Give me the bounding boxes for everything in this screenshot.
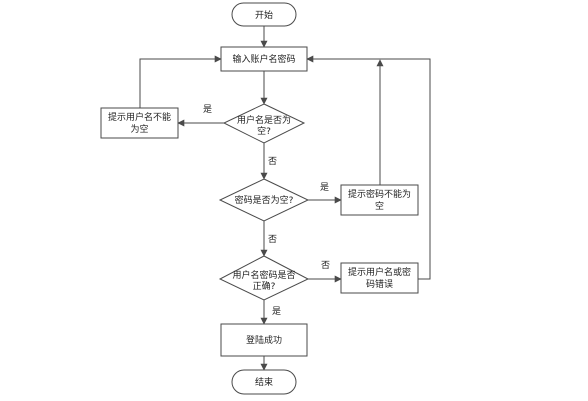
prompt-username-empty: 提示用户名不能 为空 xyxy=(100,107,179,139)
prompt-password-empty: 提示密码不能为 空 xyxy=(340,184,419,216)
edge-labels: 是 否 是 否 否 是 xyxy=(203,104,330,317)
input-node: 输入账户名密码 xyxy=(220,46,308,72)
decision-credentials-correct: 用户名密码是否 正确? xyxy=(218,255,310,301)
prompt-username-empty-line1: 提示用户名不能 xyxy=(108,111,171,123)
success-label: 登陆成功 xyxy=(246,334,282,346)
prompt-credentials-wrong-line2: 码错误 xyxy=(366,278,393,290)
prompt-password-empty-line2: 空 xyxy=(375,200,384,212)
decision-password-empty: 密码是否为空? xyxy=(218,178,310,222)
label-d1-no: 否 xyxy=(268,156,277,167)
decision-username-empty: 用户名是否为 空? xyxy=(222,103,306,144)
prompt-username-empty-line2: 为空 xyxy=(130,123,148,135)
end-label: 结束 xyxy=(255,376,273,388)
label-d2-no: 否 xyxy=(268,234,277,245)
decision-credentials-correct-line1: 用户名密码是否 xyxy=(232,269,295,281)
label-d2-yes: 是 xyxy=(320,182,329,193)
end-node: 结束 xyxy=(231,369,297,395)
decision-password-empty-label: 密码是否为空? xyxy=(235,194,294,206)
input-label: 输入账户名密码 xyxy=(232,53,295,65)
connectors xyxy=(139,26,431,371)
decision-username-empty-line1: 用户名是否为 xyxy=(237,114,291,126)
success-node: 登陆成功 xyxy=(220,323,308,357)
label-d3-yes: 是 xyxy=(272,306,281,317)
label-d1-yes: 是 xyxy=(203,104,212,115)
prompt-password-empty-line1: 提示密码不能为 xyxy=(348,188,411,200)
label-d3-no: 否 xyxy=(321,260,330,271)
decision-username-empty-line2: 空? xyxy=(257,125,271,137)
start-label: 开始 xyxy=(255,9,273,21)
start-node: 开始 xyxy=(231,2,297,27)
edge-p3-input xyxy=(306,55,431,280)
decision-credentials-correct-line2: 正确? xyxy=(253,280,276,292)
prompt-credentials-wrong: 提示用户名或密 码错误 xyxy=(340,262,419,294)
prompt-credentials-wrong-line1: 提示用户名或密 xyxy=(348,266,411,278)
edge-p1-input xyxy=(139,55,222,108)
